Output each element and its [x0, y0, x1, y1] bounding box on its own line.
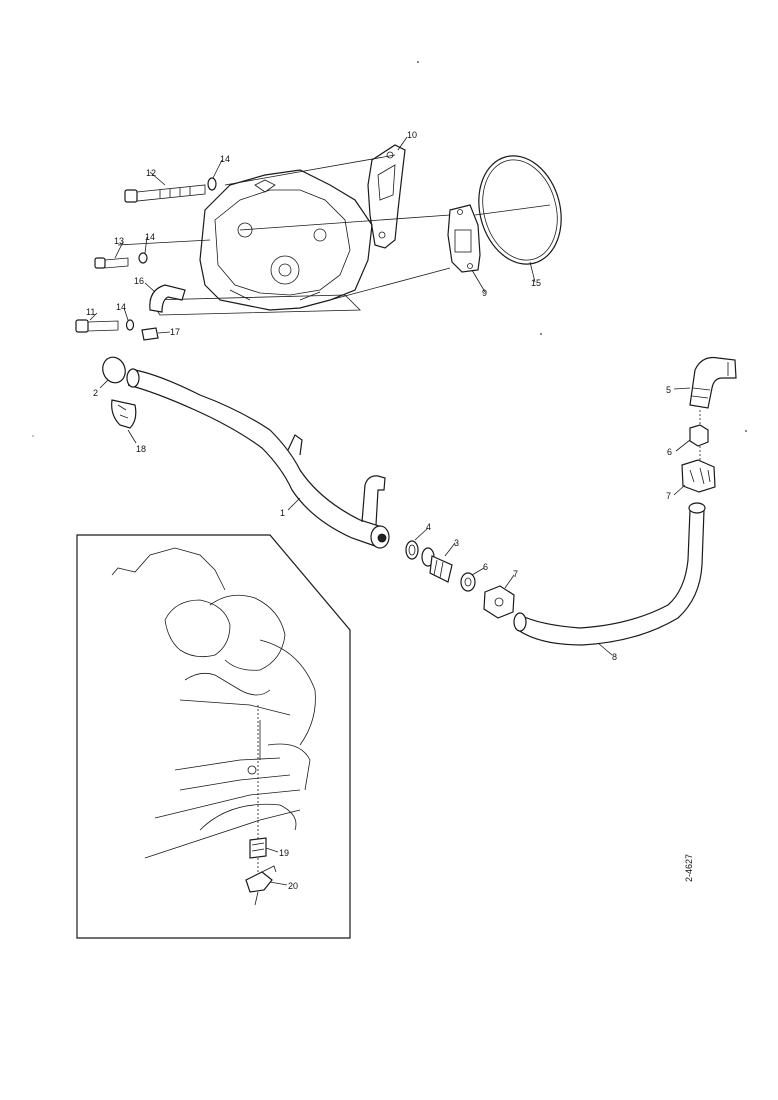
callout-14-mid: 14 [145, 232, 155, 242]
callout-6-lower: 6 [483, 562, 488, 572]
elbow-16 [149, 284, 186, 313]
callout-2: 2 [93, 388, 98, 398]
callout-20: 20 [288, 881, 298, 891]
callout-14-top: 14 [220, 154, 230, 164]
callout-9: 9 [482, 288, 487, 298]
callout-12: 12 [146, 168, 156, 178]
bolt-11 [75, 319, 119, 333]
leader-lines [89, 136, 691, 886]
reference-number: 2-4627 [684, 854, 694, 882]
callout-15: 15 [531, 278, 541, 288]
nut-17 [141, 327, 159, 341]
callout-3: 3 [454, 538, 459, 548]
assembly-lines-upper [117, 154, 551, 301]
clamp-18 [111, 399, 137, 429]
inset-frame [76, 534, 351, 939]
drain-cock-19 [249, 705, 267, 859]
callout-labels: 10 14 12 14 13 16 14 11 17 9 15 2 18 1 4… [86, 130, 672, 891]
o-ring-2 [102, 356, 126, 384]
callout-1: 1 [280, 508, 285, 518]
seal-4 [405, 540, 419, 560]
washer-14-mid [138, 252, 148, 264]
valve-20 [245, 858, 277, 906]
nut-7-lower [483, 585, 515, 619]
callout-16: 16 [134, 276, 144, 286]
callout-8: 8 [612, 652, 617, 662]
scan-specks [32, 61, 747, 437]
callout-4: 4 [426, 522, 431, 532]
callout-14-low: 14 [116, 302, 126, 312]
cover-plate-9 [447, 204, 481, 273]
washer-14-top [207, 177, 217, 191]
nut-7-upper [681, 459, 716, 493]
ring-seal-15 [478, 155, 562, 265]
gasket-10 [367, 144, 406, 249]
callout-17: 17 [170, 327, 180, 337]
bolt-13 [94, 257, 129, 269]
washer-6-upper [689, 424, 709, 447]
callout-19: 19 [279, 848, 289, 858]
callout-10: 10 [407, 130, 417, 140]
hose-8 [513, 502, 706, 646]
washer-14-low [125, 319, 135, 331]
callout-11: 11 [86, 307, 95, 317]
callout-5: 5 [666, 385, 671, 395]
callout-7-upper: 7 [666, 491, 671, 501]
callout-7-lower: 7 [513, 569, 518, 579]
inset-engine-detail [111, 547, 316, 859]
callout-18: 18 [136, 444, 146, 454]
bolt-12 [124, 184, 206, 203]
fitting-3 [421, 547, 453, 583]
pipe-1 [126, 368, 390, 549]
elbow-5 [689, 356, 737, 409]
pump-housing [199, 169, 373, 311]
callout-6-upper: 6 [667, 447, 672, 457]
washer-6-lower [460, 572, 476, 592]
callout-13: 13 [114, 236, 124, 246]
